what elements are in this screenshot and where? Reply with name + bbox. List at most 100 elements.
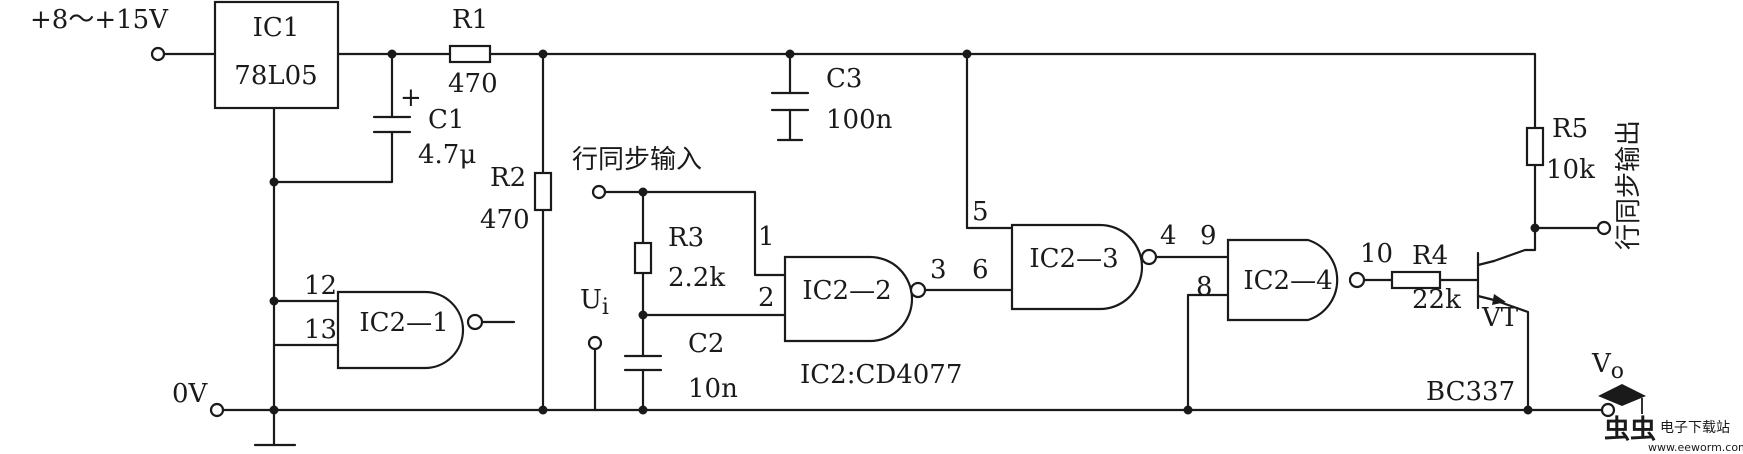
junction-dot xyxy=(638,310,648,320)
g4-pin-9: 9 xyxy=(1200,221,1217,251)
ic1-regulator: IC1 78L05 xyxy=(213,0,340,110)
c3-label: C3 xyxy=(826,64,862,94)
junction-dot xyxy=(269,405,279,415)
ui-label-sub: i xyxy=(602,295,609,320)
r5-value: 10k xyxy=(1546,155,1595,185)
r2-value: 470 xyxy=(480,205,530,235)
gate-ic2-3 xyxy=(1010,223,1158,311)
sync-output-terminal xyxy=(1596,220,1612,236)
junction-dot xyxy=(269,296,279,306)
g3-label: IC2—3 xyxy=(1029,244,1118,274)
g4-pin-10: 10 xyxy=(1360,239,1393,269)
mortarboard-icon xyxy=(1598,384,1646,406)
junction-dot xyxy=(538,49,548,59)
emitter-wire xyxy=(1492,298,1530,412)
wiring xyxy=(161,52,1604,447)
c2-value: 10n xyxy=(688,374,738,404)
r5-label: R5 xyxy=(1552,114,1588,144)
transistor-vt xyxy=(1476,251,1506,310)
gate-ic2-4 xyxy=(1226,238,1366,322)
junction-dot xyxy=(962,49,972,59)
gate-ic2-2 xyxy=(783,255,927,343)
vo-label: Vo xyxy=(1591,349,1624,384)
g4-pin8-wire xyxy=(1186,293,1230,412)
g1-inverter-bubble xyxy=(466,313,484,331)
vt-collector-lead xyxy=(1476,259,1496,267)
ui-label-main: U xyxy=(580,285,602,315)
sync-input-terminal xyxy=(591,184,607,200)
sync-output-label: 行同步输出 xyxy=(1614,120,1644,250)
g3-inverter-bubble xyxy=(1140,248,1158,266)
supply-label: +8～+15V xyxy=(30,5,169,35)
watermark: 虫虫 电子下载站 www.eeworm.com xyxy=(1598,384,1743,454)
supply-terminal xyxy=(150,46,166,62)
ground-label: 0V xyxy=(172,379,209,409)
r1-value: 470 xyxy=(448,69,498,99)
g4-pin-8: 8 xyxy=(1196,272,1213,302)
junction-dot xyxy=(1183,405,1193,415)
g2-pin-2: 2 xyxy=(758,283,775,313)
g3-pin5-wire xyxy=(965,52,1014,230)
c2-label: C2 xyxy=(688,329,724,359)
vt-emitter-lead xyxy=(1476,294,1496,302)
r5-resistor xyxy=(1525,126,1545,167)
g2-pin-1: 1 xyxy=(758,222,775,252)
vt-emitter-arrow xyxy=(1492,294,1506,305)
g1-body xyxy=(336,290,465,370)
vo-terminal xyxy=(1600,402,1616,418)
g1-label: IC2—1 xyxy=(359,308,448,338)
r1-label: R1 xyxy=(452,5,488,35)
watermark-logo: 虫虫 xyxy=(1604,415,1656,445)
g1-pin-12: 12 xyxy=(304,271,337,301)
junction-dot xyxy=(269,177,279,187)
ic1-part: 78L05 xyxy=(234,61,317,91)
ui-terminal xyxy=(587,335,603,351)
vt-label: VT xyxy=(1481,303,1519,333)
sync-input-label: 行同步输入 xyxy=(572,145,702,175)
r4-resistor xyxy=(1390,270,1442,290)
collector-wire xyxy=(1492,163,1537,263)
watermark-url: www.eeworm.com xyxy=(1648,441,1743,454)
top-rail-wire-b xyxy=(488,52,1537,130)
c1-lower-wire xyxy=(272,130,394,184)
junctions xyxy=(269,49,1540,415)
watermark-site-name: 电子下载站 xyxy=(1660,420,1730,436)
junction-dot xyxy=(387,49,397,59)
c1-capacitor xyxy=(372,115,412,134)
ic2-note: IC2:CD4077 xyxy=(800,360,962,390)
junction-dot xyxy=(638,405,648,415)
c3-capacitor xyxy=(770,91,810,142)
junction-dot xyxy=(785,49,795,59)
g3-pin-6: 6 xyxy=(972,255,989,285)
ic1-label: IC1 xyxy=(253,13,300,43)
terminals xyxy=(150,46,1616,418)
g4-inverter-bubble xyxy=(1348,271,1366,289)
g2-pin-3: 3 xyxy=(930,255,947,285)
r2-resistor xyxy=(533,171,553,212)
g2-inverter-bubble xyxy=(909,281,927,299)
r4-label: R4 xyxy=(1412,241,1448,271)
g4-body xyxy=(1226,238,1339,322)
r3-resistor xyxy=(633,241,653,275)
junction-dot xyxy=(538,405,548,415)
junction-dot xyxy=(638,187,648,197)
r3-label: R3 xyxy=(668,223,704,253)
ui-label: Ui xyxy=(580,285,609,320)
junction-dot xyxy=(1530,223,1540,233)
g3-pin-5: 5 xyxy=(972,197,989,227)
vt-part: BC337 xyxy=(1426,377,1515,407)
r4-value: 22k xyxy=(1412,285,1461,315)
ground-terminal xyxy=(209,402,225,418)
g1-pin-13: 13 xyxy=(304,315,337,345)
c1-value: 4.7μ xyxy=(418,140,476,170)
c1-polarity: + xyxy=(400,83,422,113)
gate-ic2-1 xyxy=(336,290,484,370)
r2-label: R2 xyxy=(490,163,526,193)
ic1-body xyxy=(213,0,340,110)
g4-label: IC2—4 xyxy=(1243,266,1332,296)
c3-value: 100n xyxy=(826,105,893,135)
c2-capacitor xyxy=(623,354,663,372)
r3-value: 2.2k xyxy=(668,263,725,293)
vo-label-sub: o xyxy=(1611,359,1624,384)
